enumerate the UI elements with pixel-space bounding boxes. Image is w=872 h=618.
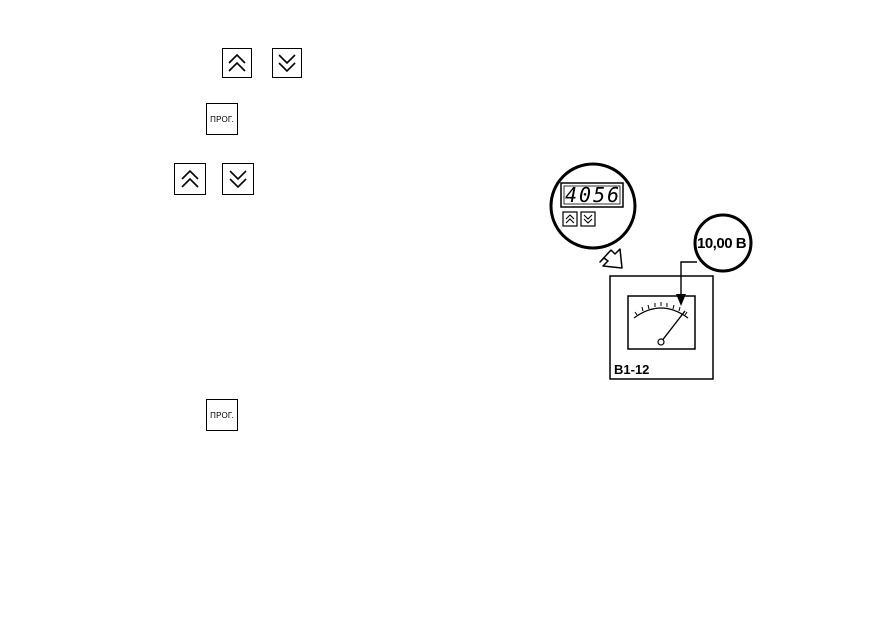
- up-key-2[interactable]: [174, 163, 206, 195]
- meter-label: В1-12: [614, 362, 650, 377]
- double-chevron-up-icon: [565, 214, 575, 224]
- prog-key-label: ПРОГ.: [210, 114, 234, 124]
- down-key-1[interactable]: [272, 48, 302, 78]
- connection-arrow-icon: [599, 248, 623, 269]
- double-chevron-down-icon: [229, 170, 247, 189]
- double-chevron-up-icon: [181, 169, 199, 188]
- voltage-callout-circle: [693, 213, 753, 273]
- voltage-leader-line: [680, 261, 697, 300]
- voltage-callout-label: 10,00 В: [697, 235, 747, 252]
- meter-pivot: [657, 338, 665, 346]
- prog-key-2[interactable]: ПРОГ.: [206, 399, 238, 431]
- double-chevron-up-icon: [228, 53, 246, 72]
- prog-key-label: ПРОГ.: [210, 410, 234, 420]
- down-key-2[interactable]: [222, 163, 254, 195]
- voltage-leader-arrowhead: [676, 294, 686, 306]
- meter-scale: [633, 307, 689, 319]
- device-display: [560, 182, 624, 208]
- meter-ticks: [634, 302, 688, 316]
- device-display-value: 4056: [565, 183, 622, 207]
- device-display-inner: [563, 185, 621, 205]
- meter-needle: [660, 310, 686, 343]
- double-chevron-down-icon: [278, 54, 296, 73]
- device-up-key: [562, 211, 578, 227]
- double-chevron-down-icon: [583, 214, 593, 224]
- device-down-key: [580, 211, 596, 227]
- up-key-1[interactable]: [222, 48, 252, 78]
- prog-key-1[interactable]: ПРОГ.: [206, 103, 238, 135]
